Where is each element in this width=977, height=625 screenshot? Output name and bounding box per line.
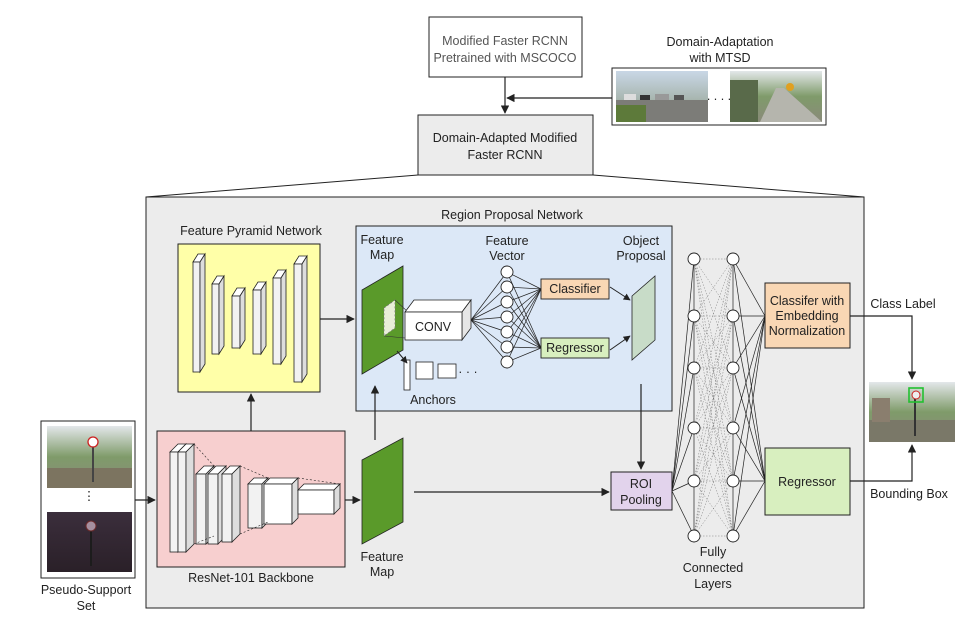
sliding-window-lines <box>383 299 409 339</box>
adapted-label-line2: Faster RCNN <box>467 148 542 162</box>
anchors-group: · · · Anchors <box>403 359 478 407</box>
head-regressor-box: Regressor <box>764 447 851 516</box>
pretrained-label-line2: Pretrained with MSCOCO <box>433 51 576 65</box>
detected-sign-bbox <box>908 387 924 403</box>
feature-vector-label-line2: Vector <box>489 249 524 263</box>
support-photo-day <box>47 426 132 488</box>
rpn-feature-map-label-line2: Map <box>370 248 394 262</box>
domain-adaptation-group: Domain-Adaptation with MTSD . . . . <box>611 35 827 126</box>
fpn-title: Feature Pyramid Network <box>180 224 322 238</box>
roi-label-line2: Pooling <box>620 493 662 507</box>
object-proposal-label-line1: Object <box>623 234 660 248</box>
feature-vector-label-line1: Feature <box>485 234 528 248</box>
fpn-layers <box>192 252 308 384</box>
rpn-title: Region Proposal Network <box>441 208 583 222</box>
fc-heavy-links <box>671 258 766 537</box>
support-photo-night <box>47 512 132 572</box>
head-classifier-line1: Classifer with <box>770 294 844 308</box>
arrow-bounding-box <box>850 444 917 482</box>
mtsd-photo-parking <box>616 71 708 122</box>
fc-label-line2: Connected <box>683 561 744 575</box>
object-proposal-plane <box>631 275 656 361</box>
lower-feature-map <box>361 437 404 545</box>
anchors-label: Anchors <box>410 393 456 407</box>
roi-label-line1: ROI <box>630 477 652 491</box>
domain-adaptation-label-line1: Domain-Adaptation <box>666 35 773 49</box>
arrow-classifier-to-proposal <box>609 286 631 301</box>
pretrained-label-line1: Modified Faster RCNN <box>442 34 568 48</box>
adapted-label-line1: Domain-Adapted Modified <box>433 131 578 145</box>
arrow-map-to-anchors <box>396 350 408 364</box>
fc-label-line1: Fully <box>700 545 727 559</box>
rpn-classifier-label: Classifier <box>549 282 600 296</box>
head-regressor-label: Regressor <box>778 475 836 489</box>
lower-feature-map-label-line2: Map <box>370 565 394 579</box>
head-classifier-line2: Embedding <box>775 309 838 323</box>
zoom-line-left <box>145 174 419 198</box>
object-proposal-label-line2: Proposal <box>616 249 665 263</box>
rpn-regressor-box: Regressor <box>540 337 610 359</box>
domain-adaptation-label-line2: with MTSD <box>688 51 750 65</box>
rpn-feature-map-label-line1: Feature <box>360 233 403 247</box>
fc-connections <box>693 258 734 537</box>
support-label-line1: Pseudo-Support <box>41 583 132 597</box>
backbone-title: ResNet-101 Backbone <box>188 571 314 585</box>
fc-nodes <box>687 252 740 543</box>
roi-pooling-box: ROI Pooling <box>610 471 673 511</box>
support-dots: ⋮ <box>83 489 96 503</box>
arrow-regressor-to-proposal <box>609 335 631 351</box>
mtsd-photo-road <box>730 71 822 122</box>
output-detection-photo <box>869 382 955 442</box>
conv-label: CONV <box>415 320 452 334</box>
head-classifier-box: Classifer with Embedding Normalization <box>764 282 851 349</box>
conv-block: CONV <box>404 298 472 342</box>
adapted-model-box: Domain-Adapted Modified Faster RCNN <box>417 114 594 176</box>
zoom-line-right <box>592 174 865 198</box>
rpn-classifier-box: Classifier <box>540 278 610 300</box>
arrow-class-label <box>850 315 917 380</box>
bounding-box-text: Bounding Box <box>870 487 949 501</box>
backbone-layers <box>169 443 341 553</box>
support-label-line2: Set <box>77 599 96 613</box>
head-classifier-line3: Normalization <box>769 324 845 338</box>
rpn-feature-map <box>361 265 404 375</box>
mtsd-ellipsis: . . . . <box>707 89 731 103</box>
class-label-text: Class Label <box>870 297 935 311</box>
lower-feature-map-label-line1: Feature <box>360 550 403 564</box>
anchor-dots: · · · <box>458 365 477 379</box>
rpn-regressor-label: Regressor <box>546 341 604 355</box>
fpn-box <box>177 243 321 393</box>
pretrained-model-box: Modified Faster RCNN Pretrained with MSC… <box>428 16 583 78</box>
feature-vector-connections <box>470 271 542 363</box>
feature-vector-nodes <box>500 265 514 369</box>
fc-label-line3: Layers <box>694 577 732 591</box>
support-set-frame: ⋮ <box>40 420 136 579</box>
